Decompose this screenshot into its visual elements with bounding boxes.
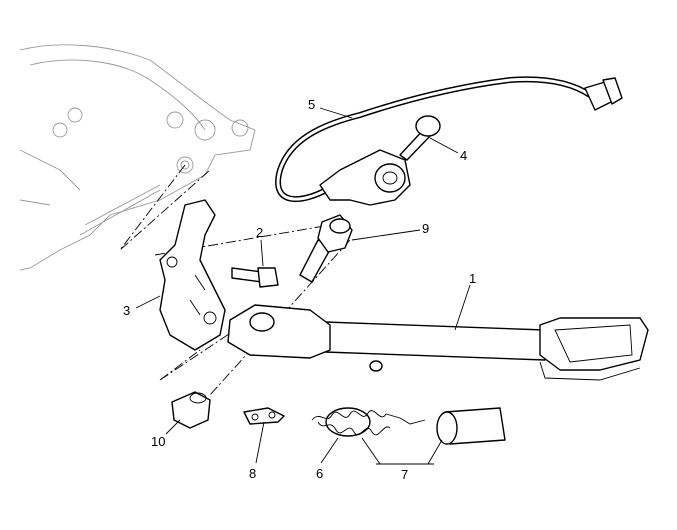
switch-cable [275,76,623,202]
pivot-bolt [299,214,353,283]
callout-8: 8 [249,466,256,481]
callouts: 1 2 3 4 5 6 7 8 9 10 [123,97,476,482]
nut [171,391,211,429]
leader-lines [135,107,471,465]
callout-5: 5 [308,97,315,112]
callout-9: 9 [422,221,429,236]
callout-6: 6 [316,466,323,481]
stand-bracket [159,199,226,351]
callout-7: 7 [401,467,408,482]
side-stand-leg [227,304,649,381]
callout-10: 10 [151,434,165,449]
spring-sleeve [436,407,506,445]
bracket-bolt [231,267,279,288]
engine-casing [19,44,256,271]
side-stand-switch [319,149,411,206]
callout-4: 4 [460,148,467,163]
callout-1: 1 [469,271,476,286]
callout-3: 3 [123,303,130,318]
retaining-clip [243,407,285,425]
assembly-axes [119,164,351,396]
callout-2: 2 [256,225,263,240]
switch-bolt [399,115,441,161]
return-spring [311,407,426,437]
